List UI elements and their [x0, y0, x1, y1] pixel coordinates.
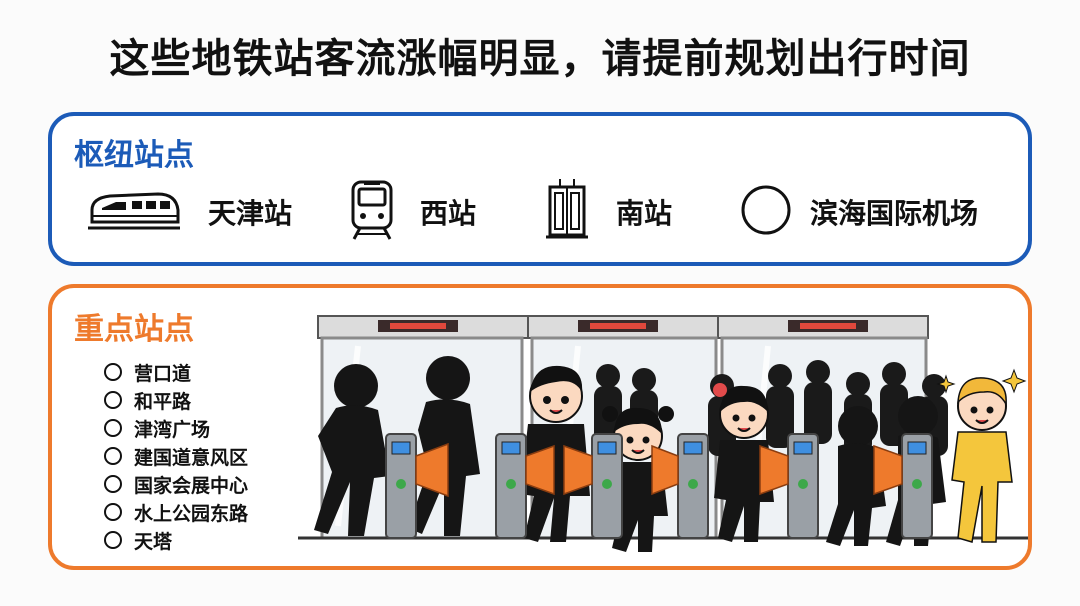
- list-item: 和平路: [104, 386, 324, 414]
- high-speed-train-icon: [88, 180, 180, 240]
- list-item: 天塔: [104, 526, 324, 554]
- hub-station-label: 天津站: [208, 197, 293, 230]
- list-item: 营口道: [104, 358, 324, 386]
- circle-bullet-icon: [104, 419, 122, 437]
- circle-icon: [740, 180, 792, 240]
- key-stations-panel: 重点站点 营口道 和平路 津湾广场 建国道意风区 国家会展中心 水上公园东路 天…: [48, 284, 1032, 570]
- circle-bullet-icon: [104, 503, 122, 521]
- list-item: 水上公园东路: [104, 498, 324, 526]
- key-station-list: 营口道 和平路 津湾广场 建国道意风区 国家会展中心 水上公园东路 天塔: [104, 358, 324, 554]
- hub-station-label: 西站: [420, 197, 477, 230]
- list-item: 津湾广场: [104, 414, 324, 442]
- page-title: 这些地铁站客流涨幅明显，请提前规划出行时间: [109, 36, 971, 82]
- list-item: 国家会展中心: [104, 470, 324, 498]
- metro-turnstile-crowd-illustration: [298, 306, 1028, 566]
- circle-bullet-icon: [104, 447, 122, 465]
- hub-station-label: 南站: [616, 197, 673, 230]
- circle-bullet-icon: [104, 363, 122, 381]
- hub-panel-title: 枢纽站点: [74, 138, 194, 173]
- list-item: 建国道意风区: [104, 442, 324, 470]
- hub-station-label: 滨海国际机场: [810, 197, 979, 230]
- metro-train-icon: [350, 180, 394, 240]
- hub-station-row: 天津站 西站: [88, 179, 1008, 240]
- key-panel-title: 重点站点: [74, 312, 194, 347]
- circle-bullet-icon: [104, 531, 122, 549]
- circle-bullet-icon: [104, 475, 122, 493]
- station-door-icon: [546, 179, 588, 240]
- hub-stations-panel: 枢纽站点 天津站: [48, 112, 1032, 266]
- circle-bullet-icon: [104, 391, 122, 409]
